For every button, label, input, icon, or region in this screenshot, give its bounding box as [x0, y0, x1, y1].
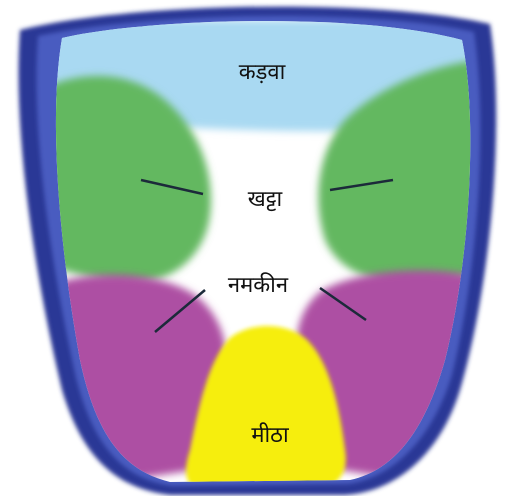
salty-label: नमकीन — [228, 275, 288, 297]
taste-regions — [40, 20, 480, 492]
sour-label: खट्टा — [248, 189, 282, 211]
sweet-label: मीठा — [251, 425, 288, 447]
bitter-label: कड़वा — [239, 62, 286, 84]
